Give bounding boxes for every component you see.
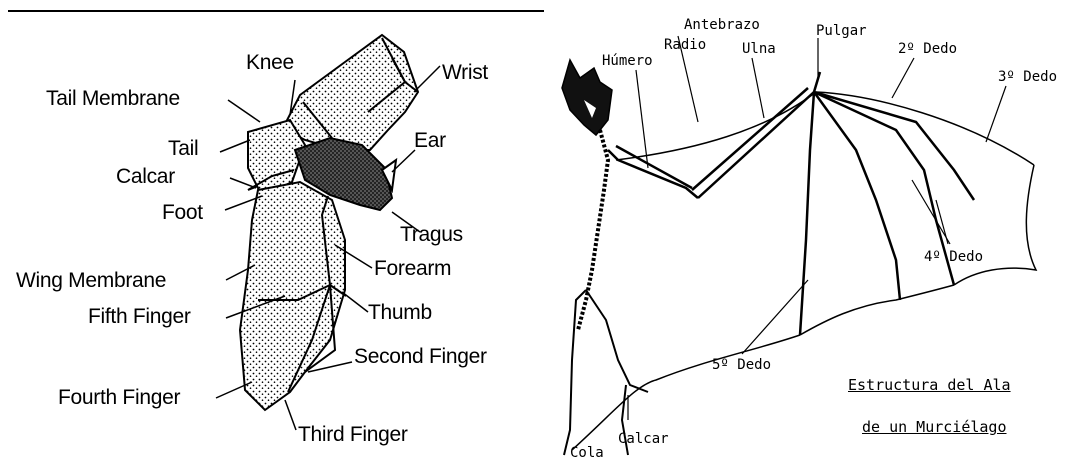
label-humero: Húmero — [602, 54, 653, 68]
upper-wing-membrane — [283, 35, 418, 150]
label-dedo4: 4º Dedo — [924, 250, 983, 264]
label-calcar-es: Calcar — [618, 432, 669, 446]
label-thumb: Thumb — [368, 302, 432, 323]
diagram-title-line2: de un Murciélago — [862, 420, 1007, 435]
label-fourth-finger: Fourth Finger — [58, 387, 180, 408]
label-fifth-finger: Fifth Finger — [88, 306, 191, 327]
label-second-finger: Second Finger — [354, 346, 487, 367]
lower-wing-membrane — [240, 182, 345, 410]
label-foot: Foot — [162, 202, 203, 223]
bat-head — [562, 60, 612, 135]
label-dedo5: 5º Dedo — [712, 358, 771, 372]
label-dedo2: 2º Dedo — [898, 42, 957, 56]
label-ear: Ear — [414, 130, 446, 151]
label-tail-membrane: Tail Membrane — [46, 88, 180, 109]
label-antebrazo: Antebrazo — [684, 18, 760, 32]
label-wrist: Wrist — [442, 62, 488, 83]
label-tail: Tail — [168, 138, 198, 159]
label-pulgar: Pulgar — [816, 24, 867, 38]
label-calcar: Calcar — [116, 166, 175, 187]
label-wing-membrane: Wing Membrane — [16, 270, 166, 291]
right-wing-diagram: Antebrazo Radio Ulna Húmero Pulgar 2º De… — [556, 0, 1068, 464]
label-cola: Cola — [570, 446, 604, 460]
label-ulna: Ulna — [742, 42, 776, 56]
label-forearm: Forearm — [374, 258, 451, 279]
diagram-title-line1: Estructura del Ala — [848, 378, 1011, 393]
label-knee: Knee — [246, 52, 294, 73]
label-third-finger: Third Finger — [298, 424, 408, 445]
label-dedo3: 3º Dedo — [998, 70, 1057, 84]
left-bat-diagram: Knee Wrist Tail Membrane Tail Ear Calcar… — [0, 0, 548, 464]
bat-wing-skeleton — [556, 0, 1068, 464]
label-tragus: Tragus — [400, 224, 463, 245]
label-radio: Radio — [664, 38, 706, 52]
